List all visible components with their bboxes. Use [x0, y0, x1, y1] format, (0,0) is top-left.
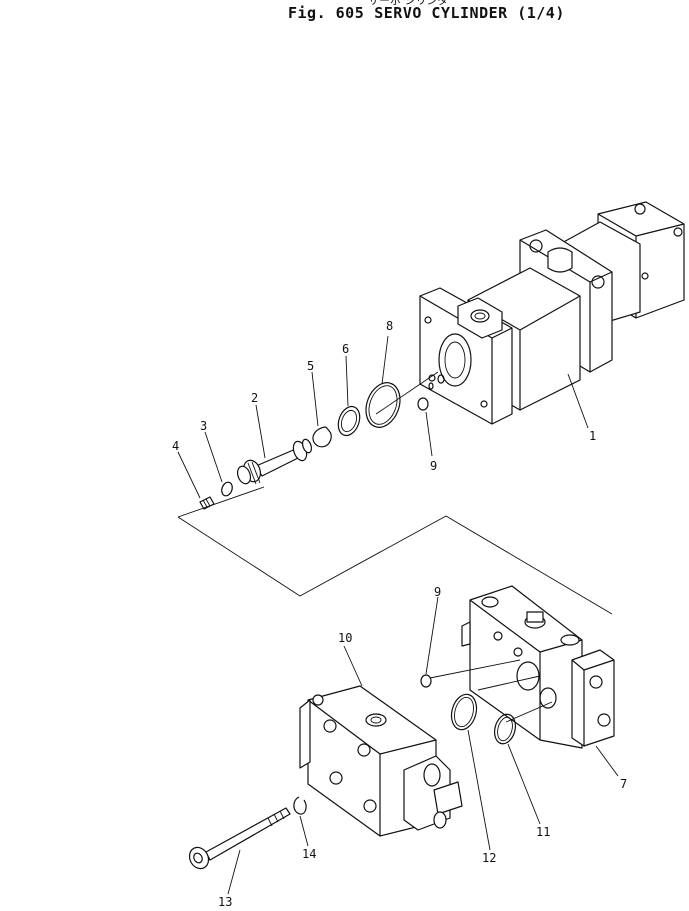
japanese-title: サーボ シリンダ	[368, 0, 449, 7]
callout-5: 5	[307, 359, 314, 373]
part-1-cylinder-body	[419, 201, 685, 425]
callout-10: 10	[338, 631, 352, 645]
part-5-retaining-ring	[312, 426, 332, 448]
callout-4: 4	[172, 439, 179, 453]
assembly-guide-line	[177, 486, 613, 615]
callout-9-upper: 9	[430, 459, 437, 473]
part-9-o-ring-upper	[417, 397, 429, 411]
callout-13: 13	[218, 895, 232, 907]
part-10-valve-block	[299, 685, 463, 837]
callout-12: 12	[482, 851, 496, 865]
part-9-o-ring-lower	[420, 674, 432, 688]
part-8-o-ring	[365, 382, 401, 428]
callout-2: 2	[251, 391, 258, 405]
figure-title: Fig. 605 SERVO CYLINDER (1/4)	[288, 4, 575, 22]
part-6-backup-ring	[337, 405, 361, 437]
callout-6: 6	[342, 342, 349, 356]
callout-3: 3	[200, 419, 207, 433]
callout-9-lower: 9	[434, 585, 441, 599]
callout-11: 11	[536, 825, 550, 839]
part-11-o-ring	[493, 713, 517, 745]
part-7-valve-body	[461, 585, 615, 749]
part-13-bolt	[188, 807, 291, 870]
part-14-lock-washer	[293, 796, 307, 815]
callout-14: 14	[302, 847, 316, 861]
figure-label: Fig. 605	[288, 4, 365, 22]
part-3-ring	[221, 481, 233, 497]
callout-numbers: 1 2 3 4 5 6 7 8 9 9 10 11 12 13 14	[172, 319, 627, 909]
callout-1: 1	[589, 429, 596, 443]
callout-7: 7	[620, 777, 627, 791]
part-2-spool	[236, 438, 313, 485]
leader-lines	[177, 335, 619, 895]
figure-name: SERVO CYLINDER (1/4)	[374, 4, 565, 22]
callout-8: 8	[386, 319, 393, 333]
part-12-o-ring	[450, 693, 478, 731]
